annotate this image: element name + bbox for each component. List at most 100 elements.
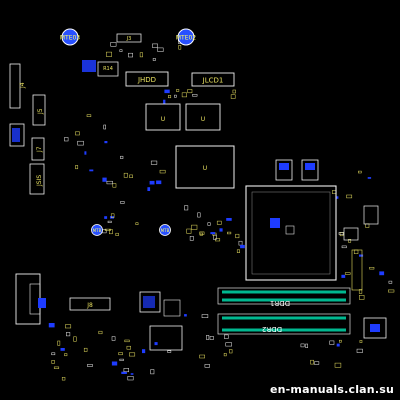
smd-part bbox=[126, 345, 131, 350]
smd-part bbox=[87, 364, 93, 367]
connector-j4: J4 bbox=[9, 63, 26, 109]
smd-part bbox=[199, 231, 205, 235]
ddr1-slot: DDR1 bbox=[217, 287, 351, 307]
smd-part bbox=[235, 233, 240, 239]
smd-part bbox=[120, 201, 125, 204]
smd-part bbox=[149, 180, 155, 185]
smd-part bbox=[83, 347, 88, 352]
smd-part bbox=[103, 124, 106, 130]
smd-part bbox=[64, 353, 68, 357]
smd-part bbox=[186, 228, 192, 234]
smd-part bbox=[367, 177, 372, 179]
smd-part bbox=[163, 99, 166, 104]
smd-part bbox=[102, 177, 107, 182]
smd-part bbox=[109, 229, 113, 235]
smd-part bbox=[358, 289, 363, 294]
smd-part bbox=[184, 205, 189, 211]
smd-part bbox=[359, 254, 364, 257]
ddr2-slot: DDR2 bbox=[217, 313, 351, 335]
smd-part bbox=[359, 295, 365, 300]
smd-part bbox=[236, 249, 240, 253]
smd-part bbox=[174, 94, 177, 98]
smd-part bbox=[339, 232, 344, 237]
smd-part bbox=[213, 234, 217, 240]
chip-above-cpu-left bbox=[275, 159, 293, 181]
smd-part bbox=[379, 271, 385, 276]
connector-j3: J3 bbox=[116, 33, 142, 43]
smd-part bbox=[98, 330, 103, 335]
smd-part bbox=[335, 196, 339, 199]
smd-part bbox=[388, 280, 393, 284]
label-jsis: JSIS bbox=[36, 175, 43, 187]
smd-part bbox=[225, 342, 232, 347]
smd-part bbox=[102, 229, 107, 234]
mount-hole-mid-right: MTB bbox=[159, 224, 171, 236]
smd-part bbox=[176, 89, 180, 92]
smd-part bbox=[314, 361, 320, 365]
smd-part bbox=[118, 352, 123, 356]
smd-part bbox=[127, 376, 134, 381]
connector-j7: J7 bbox=[31, 137, 45, 161]
smd-part bbox=[178, 45, 182, 50]
smd-part bbox=[207, 222, 211, 226]
smd-part bbox=[115, 232, 119, 236]
smd-part bbox=[156, 180, 162, 185]
smd-part bbox=[152, 43, 158, 48]
label-j8: J8 bbox=[86, 302, 93, 309]
smd-part bbox=[224, 334, 229, 339]
label-mtb-right: MTB bbox=[161, 228, 170, 233]
smd-part bbox=[192, 94, 198, 97]
smd-part bbox=[341, 245, 347, 249]
connector-left-lower bbox=[15, 273, 46, 325]
smd-part bbox=[65, 324, 72, 329]
smd-part bbox=[61, 377, 66, 381]
smd-part bbox=[154, 342, 158, 346]
label-r14: R14 bbox=[103, 66, 113, 72]
smd-part bbox=[229, 349, 233, 354]
smd-part bbox=[120, 155, 124, 159]
smd-part bbox=[164, 89, 170, 94]
smd-part bbox=[167, 350, 172, 353]
smd-part bbox=[348, 239, 352, 243]
smd-part bbox=[147, 187, 151, 191]
smd-part bbox=[135, 222, 139, 225]
smd-part bbox=[142, 349, 146, 354]
smd-part bbox=[121, 371, 127, 374]
smd-part bbox=[197, 212, 201, 218]
label-ddr2: DDR2 bbox=[262, 325, 282, 333]
smd-part bbox=[353, 249, 359, 254]
smd-part bbox=[215, 238, 221, 242]
label-jlcd: JLCD1 bbox=[202, 77, 224, 85]
label-j7: J7 bbox=[36, 146, 43, 153]
label-jhdd: JHDD bbox=[137, 76, 156, 84]
smd-part bbox=[57, 340, 61, 346]
label-u-left: U bbox=[161, 116, 165, 123]
label-u-right: U bbox=[201, 116, 205, 123]
smd-part bbox=[75, 131, 80, 136]
smd-part bbox=[60, 348, 65, 351]
right-edge-parts bbox=[343, 205, 387, 339]
chip-upper-left: U bbox=[145, 103, 181, 131]
smd-part bbox=[119, 49, 123, 52]
smd-part bbox=[336, 343, 340, 347]
mount-hole-mte03: MTE03 bbox=[60, 28, 80, 46]
label-j5: J5 bbox=[37, 108, 44, 115]
smd-part bbox=[104, 216, 108, 219]
smd-part bbox=[199, 354, 205, 359]
chip-center: U bbox=[175, 145, 235, 189]
smd-part bbox=[157, 47, 164, 52]
smd-part bbox=[227, 231, 232, 235]
smd-part bbox=[150, 160, 158, 165]
smd-part bbox=[159, 169, 166, 174]
smd-part bbox=[184, 314, 187, 317]
smd-part bbox=[107, 220, 112, 223]
part-r14: R14 bbox=[82, 60, 119, 77]
smd-part bbox=[181, 92, 187, 98]
label-mtb-left: MTB bbox=[93, 228, 102, 233]
smd-part bbox=[124, 339, 130, 343]
smd-part bbox=[110, 42, 117, 47]
connector-jsis: JSIS bbox=[29, 163, 45, 195]
smd-part bbox=[104, 141, 108, 144]
smd-part bbox=[152, 58, 156, 61]
